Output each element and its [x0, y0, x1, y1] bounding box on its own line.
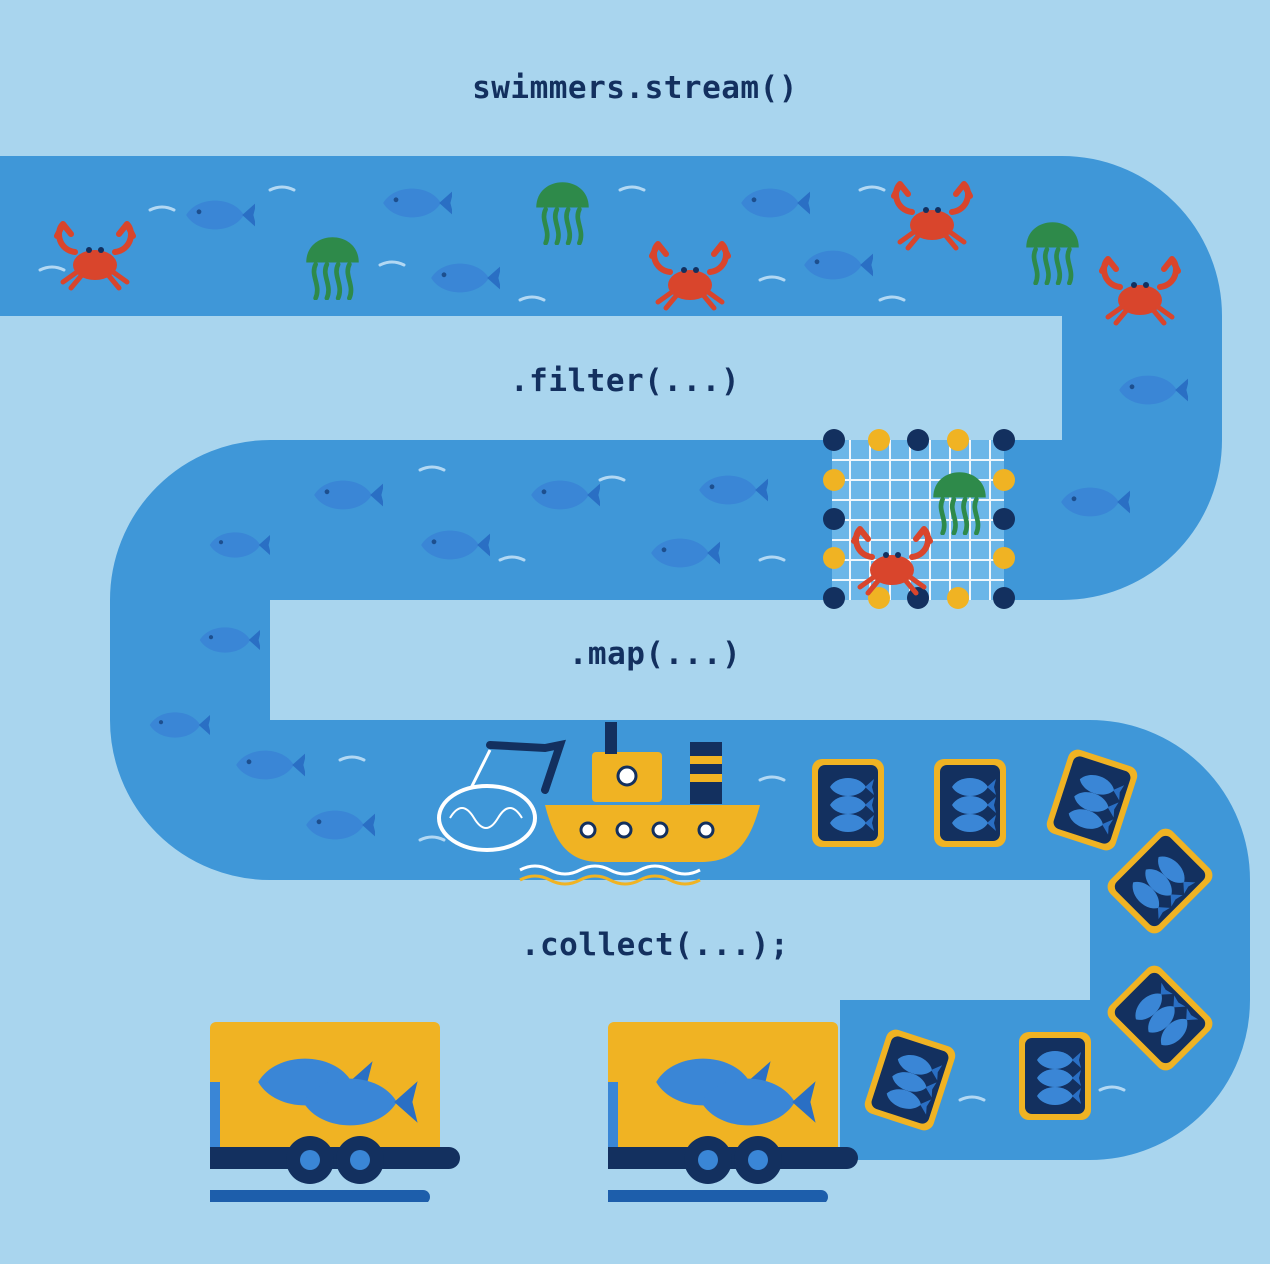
- fish-can-icon: [1019, 1032, 1091, 1120]
- delivery-truck-icon: [210, 1022, 460, 1202]
- delivery-truck-icon: [608, 1022, 858, 1202]
- water-ripples: [38, 185, 1126, 1102]
- filter-label: .filter(...): [510, 363, 740, 399]
- map-label: .map(...): [568, 636, 742, 672]
- fish-can-icon: [934, 759, 1006, 847]
- stream-label: swimmers.stream(): [472, 70, 798, 106]
- boat-icon: [486, 722, 760, 886]
- fish-can-icon: [812, 759, 884, 847]
- fishing-net-icon: [437, 749, 537, 852]
- collect-label: .collect(...);: [520, 927, 790, 963]
